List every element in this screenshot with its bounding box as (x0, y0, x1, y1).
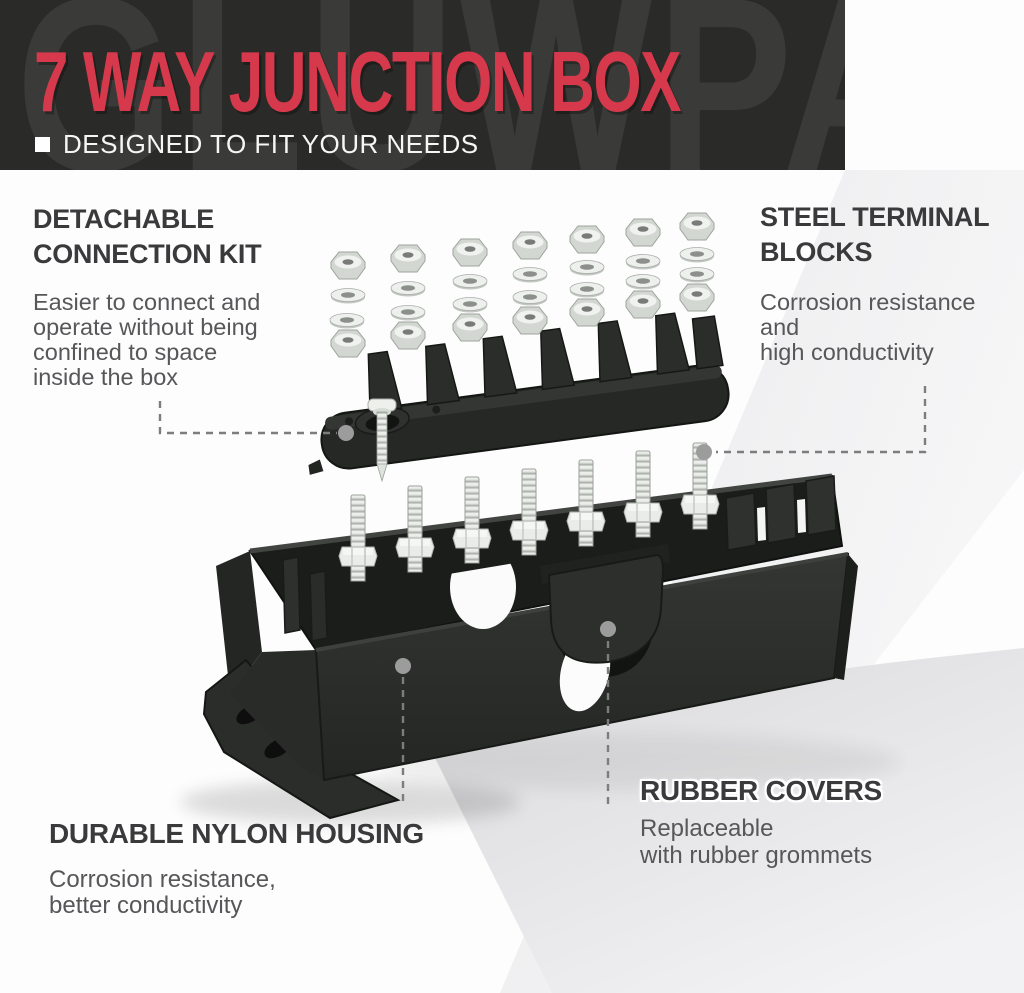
dot-stud-bolt (696, 444, 712, 460)
callout-title: RUBBER COVERS (640, 775, 882, 806)
body-line: and (760, 314, 800, 340)
leader-detachable-kit (158, 401, 337, 435)
body-line: better conductivity (49, 892, 243, 919)
body-line: with rubber grommets (640, 842, 873, 869)
callout-body: Easier to connect and operate without be… (33, 290, 261, 390)
body-line: inside the box (33, 364, 179, 390)
body-line: Corrosion resistance (760, 289, 976, 315)
dot-housing (395, 658, 411, 674)
fastener-screw (367, 398, 397, 483)
body-line: operate without being (33, 314, 258, 340)
dot-terminal-block (338, 425, 354, 441)
dot-rubber-cover (600, 621, 616, 637)
callout-detachable-connection-kit: DETACHABLE CONNECTION KIT Easier to conn… (33, 202, 262, 390)
leader-dots (338, 425, 712, 674)
callout-body: Corrosion resistance and high conductivi… (760, 290, 989, 365)
title-line: BLOCKS (760, 237, 873, 267)
title-line: DETACHABLE (33, 204, 214, 234)
title-line: CONNECTION KIT (33, 239, 262, 269)
body-line: high conductivity (760, 339, 934, 365)
callout-title: DETACHABLE CONNECTION KIT (33, 202, 262, 272)
title-line: STEEL TERMINAL (760, 202, 990, 232)
callout-title: DURABLE NYLON HOUSING (49, 818, 424, 849)
housing-terminal-notches (725, 475, 837, 551)
brand-watermark: GLUWPA (16, 0, 845, 170)
callout-rubber-covers: RUBBER COVERS Replaceable with rubber gr… (640, 773, 882, 869)
leader-lines (158, 386, 927, 805)
tagline-bullet-square (35, 137, 50, 152)
callout-title: STEEL TERMINAL BLOCKS (760, 200, 990, 270)
body-line: Easier to connect and (33, 289, 261, 315)
body-line: Replaceable (640, 815, 774, 842)
banner: GLUWPA 7 WAY JUNCTION BOX DESIGNED TO FI… (0, 0, 845, 170)
callout-body: Corrosion resistance, better conductivit… (49, 867, 424, 919)
callout-body: Replaceable with rubber grommets (640, 815, 882, 869)
tagline-text: DESIGNED TO FIT YOUR NEEDS (63, 129, 479, 159)
banner-tagline: DESIGNED TO FIT YOUR NEEDS (35, 129, 479, 160)
body-line: Corrosion resistance, (49, 866, 276, 893)
callout-steel-terminal-blocks: STEEL TERMINAL BLOCKS Corrosion resistan… (760, 200, 990, 365)
body-line: confined to space (33, 339, 218, 365)
callout-durable-nylon-housing: DURABLE NYLON HOUSING Corrosion resistan… (49, 816, 424, 919)
page-title: 7 WAY JUNCTION BOX (34, 35, 682, 130)
leader-steel-blocks (716, 386, 927, 454)
terminal-block (308, 312, 730, 475)
